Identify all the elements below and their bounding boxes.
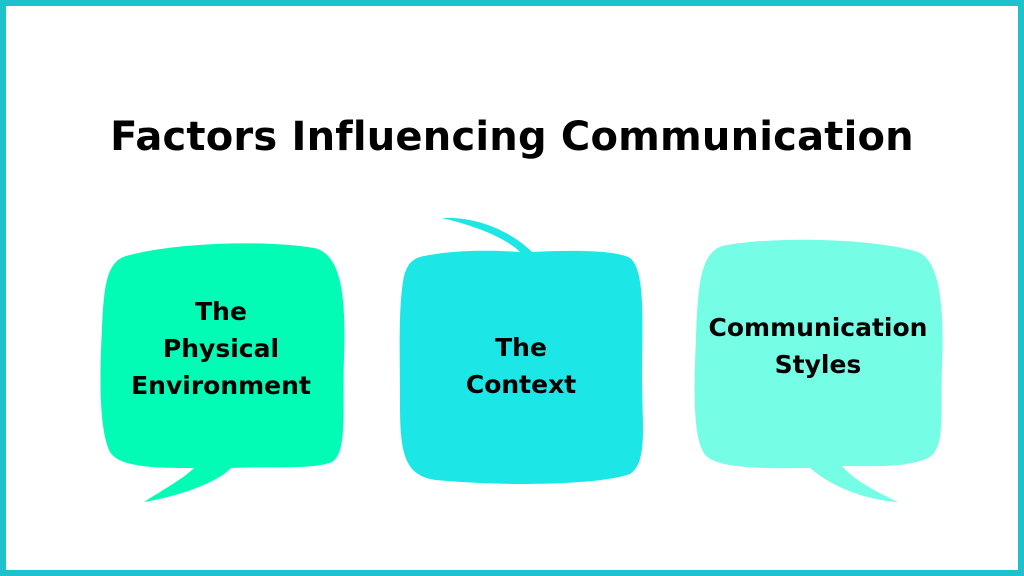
bubble-label-line: Communication <box>708 313 928 342</box>
speech-bubble-physical-environment: The Physical Environment <box>96 238 346 508</box>
bubble-label: Communication Styles <box>692 276 944 416</box>
bubble-label: The Context <box>396 296 646 436</box>
speech-bubble-shape <box>694 239 943 502</box>
speech-bubble-shape <box>100 243 345 503</box>
bubble-label-line: The <box>495 333 547 362</box>
bubble-label-line: Styles <box>774 350 862 379</box>
speech-bubble-fill <box>100 243 345 503</box>
speech-bubble-shape <box>399 217 643 484</box>
slide-title: Factors Influencing Communication <box>110 114 914 160</box>
bubble-label: The Physical Environment <box>96 278 346 418</box>
speech-bubble-context: The Context <box>396 216 646 491</box>
speech-bubble-fill <box>399 217 643 484</box>
speech-bubble-communication-styles: Communication Styles <box>692 236 944 506</box>
bubble-label-line: The <box>195 296 247 326</box>
bubble-label-line: Environment <box>131 370 311 400</box>
bubble-label-line: Physical <box>162 333 280 363</box>
bubble-label-line: Context <box>465 370 577 399</box>
speech-bubble-fill <box>694 239 943 502</box>
